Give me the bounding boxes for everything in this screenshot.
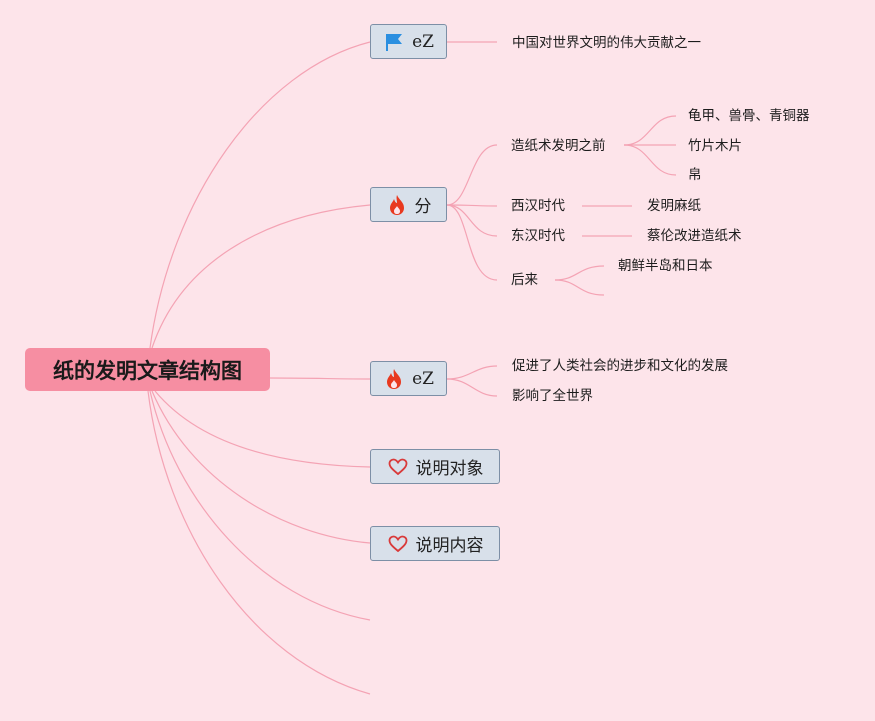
branch-subject[interactable]: 说明对象 — [370, 449, 500, 484]
connector-root-extra-1 — [149, 390, 371, 621]
leaf-korea-japan[interactable]: 朝鲜半岛和日本 — [618, 258, 713, 274]
root-title: 纸的发明文章结构图 — [53, 358, 242, 383]
branch-fen[interactable]: 分 — [370, 187, 447, 222]
heart-icon — [387, 456, 409, 478]
leaf-contribution[interactable]: 中国对世界文明的伟大贡献之一 — [512, 35, 701, 51]
leaf-world[interactable]: 影响了全世界 — [512, 388, 593, 404]
branch-label: 分 — [414, 197, 432, 217]
connector-root-branch-3 — [269, 377, 371, 380]
heart-icon — [387, 533, 409, 555]
leaf-later[interactable]: 后来 — [511, 272, 538, 288]
leaf-western-han[interactable]: 西汉时代 — [511, 198, 565, 214]
leaf-hemp-paper[interactable]: 发明麻纸 — [647, 198, 701, 214]
connector-before-bone — [623, 115, 677, 146]
connector-root-branch-2 — [151, 204, 371, 349]
connector-later-korea — [554, 265, 605, 281]
branch-content[interactable]: 说明内容 — [370, 526, 500, 561]
fire-icon — [386, 194, 408, 216]
leaf-bamboo[interactable]: 竹片木片 — [688, 138, 742, 154]
fire-icon — [383, 368, 405, 390]
leaf-bone[interactable]: 龟甲、兽骨、青铜器 — [688, 108, 810, 124]
leaf-cai-lun[interactable]: 蔡伦改进造纸术 — [647, 228, 742, 244]
connector-before-silk — [623, 144, 677, 176]
connector-later-blank — [554, 279, 605, 296]
connector-root-branch-1 — [149, 41, 371, 349]
connector-b2-east — [446, 204, 498, 237]
connector-b2-west — [446, 204, 498, 207]
connector-b2-later — [446, 204, 498, 281]
branch-label: eZ — [412, 31, 434, 52]
branch-label: eZ — [412, 368, 434, 389]
connector-b3-progress — [446, 365, 498, 380]
branch-label: 说明内容 — [415, 536, 484, 556]
connector-b3-world — [446, 378, 498, 397]
flag-icon — [383, 31, 405, 53]
leaf-before-paper[interactable]: 造纸术发明之前 — [511, 138, 606, 154]
connector-b2-before — [446, 144, 498, 206]
branch-label: 说明对象 — [415, 459, 484, 479]
connector-root-extra-2 — [147, 390, 371, 695]
branch-ez-1[interactable]: eZ — [370, 24, 447, 59]
leaf-progress[interactable]: 促进了人类社会的进步和文化的发展 — [512, 358, 728, 374]
leaf-silk[interactable]: 帛 — [688, 167, 702, 183]
connector-root-branch-5 — [151, 390, 371, 544]
connector-root-branch-4 — [154, 390, 371, 468]
branch-ez-2[interactable]: eZ — [370, 361, 447, 396]
leaf-eastern-han[interactable]: 东汉时代 — [511, 228, 565, 244]
root-topic[interactable]: 纸的发明文章结构图 — [25, 348, 270, 391]
